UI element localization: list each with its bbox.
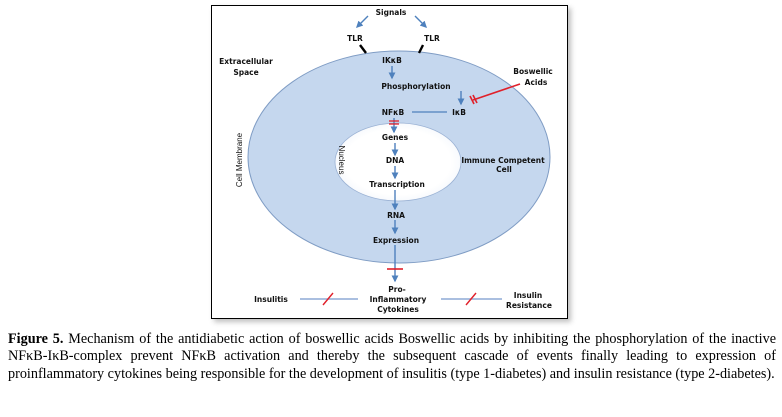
boswellic-inhibitor-bar1 [469,95,475,105]
signals-label: Signals [376,8,407,17]
boswellic-acids-label-2: Acids [525,78,548,87]
signal-arrow-left [356,15,369,28]
insulitis-block-slash [322,292,334,306]
immune-cell-label-2: Cell [496,165,512,174]
rna-label: RNA [387,211,405,220]
mechanism-diagram: Signals TLR TLR Extracellular Space IKκB… [219,8,553,314]
cytokines-label-1: Pro- [388,285,405,294]
extracellular-label-2: Space [233,68,258,77]
nucleus-label: Nucleus [337,146,346,175]
caption-label: Figure 5. [8,331,64,347]
insulin-resistance-label-2: Resistance [506,301,552,310]
nucleus-ellipse [334,122,462,202]
tlr-receptor-right [417,44,425,54]
dna-label: DNA [386,156,405,165]
insulin-resistance-label-1: Insulin [514,291,542,300]
boswellic-inhibitor-bar2 [472,94,478,104]
cytokines-label-3: Cytokines [377,305,419,314]
transcription-label: Transcription [369,180,425,189]
tlr-left-label: TLR [347,34,363,43]
cytokines-label-2: Inflammatory [370,295,427,304]
boswellic-inhibitor-line [472,83,521,101]
expression-label: Expression [373,236,419,245]
tlr-receptor-left [359,44,367,54]
phosphorylation-label: Phosphorylation [381,82,450,91]
cell-membrane-label: Cell Membrane [235,132,244,187]
immune-cell-label-1: Immune Competent [461,156,545,165]
caption-text: Mechanism of the antidiabetic action of … [8,331,776,382]
boswellic-acids-label-1: Boswellic [513,67,553,76]
tlr-right-label: TLR [424,34,440,43]
nfkb-label: NFκB [382,108,405,117]
figure-caption: Figure 5. Mechanism of the antidiabetic … [8,331,776,383]
insulin-block-slash [465,292,477,306]
insulitis-label: Insulitis [254,295,288,304]
ikb-label: IκB [452,108,466,117]
genes-label: Genes [382,133,409,142]
signal-arrow-right [414,15,427,28]
extracellular-label-1: Extracellular [219,57,273,66]
ikkb-label: IKκB [382,56,402,65]
